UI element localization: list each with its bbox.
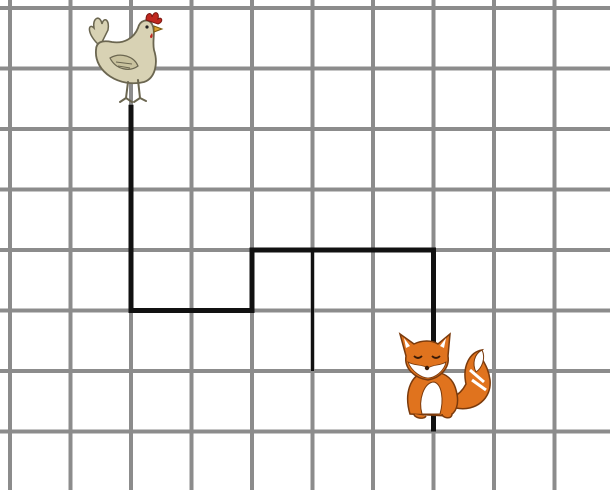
canvas-background	[0, 0, 610, 490]
grid-diagram	[0, 0, 610, 490]
